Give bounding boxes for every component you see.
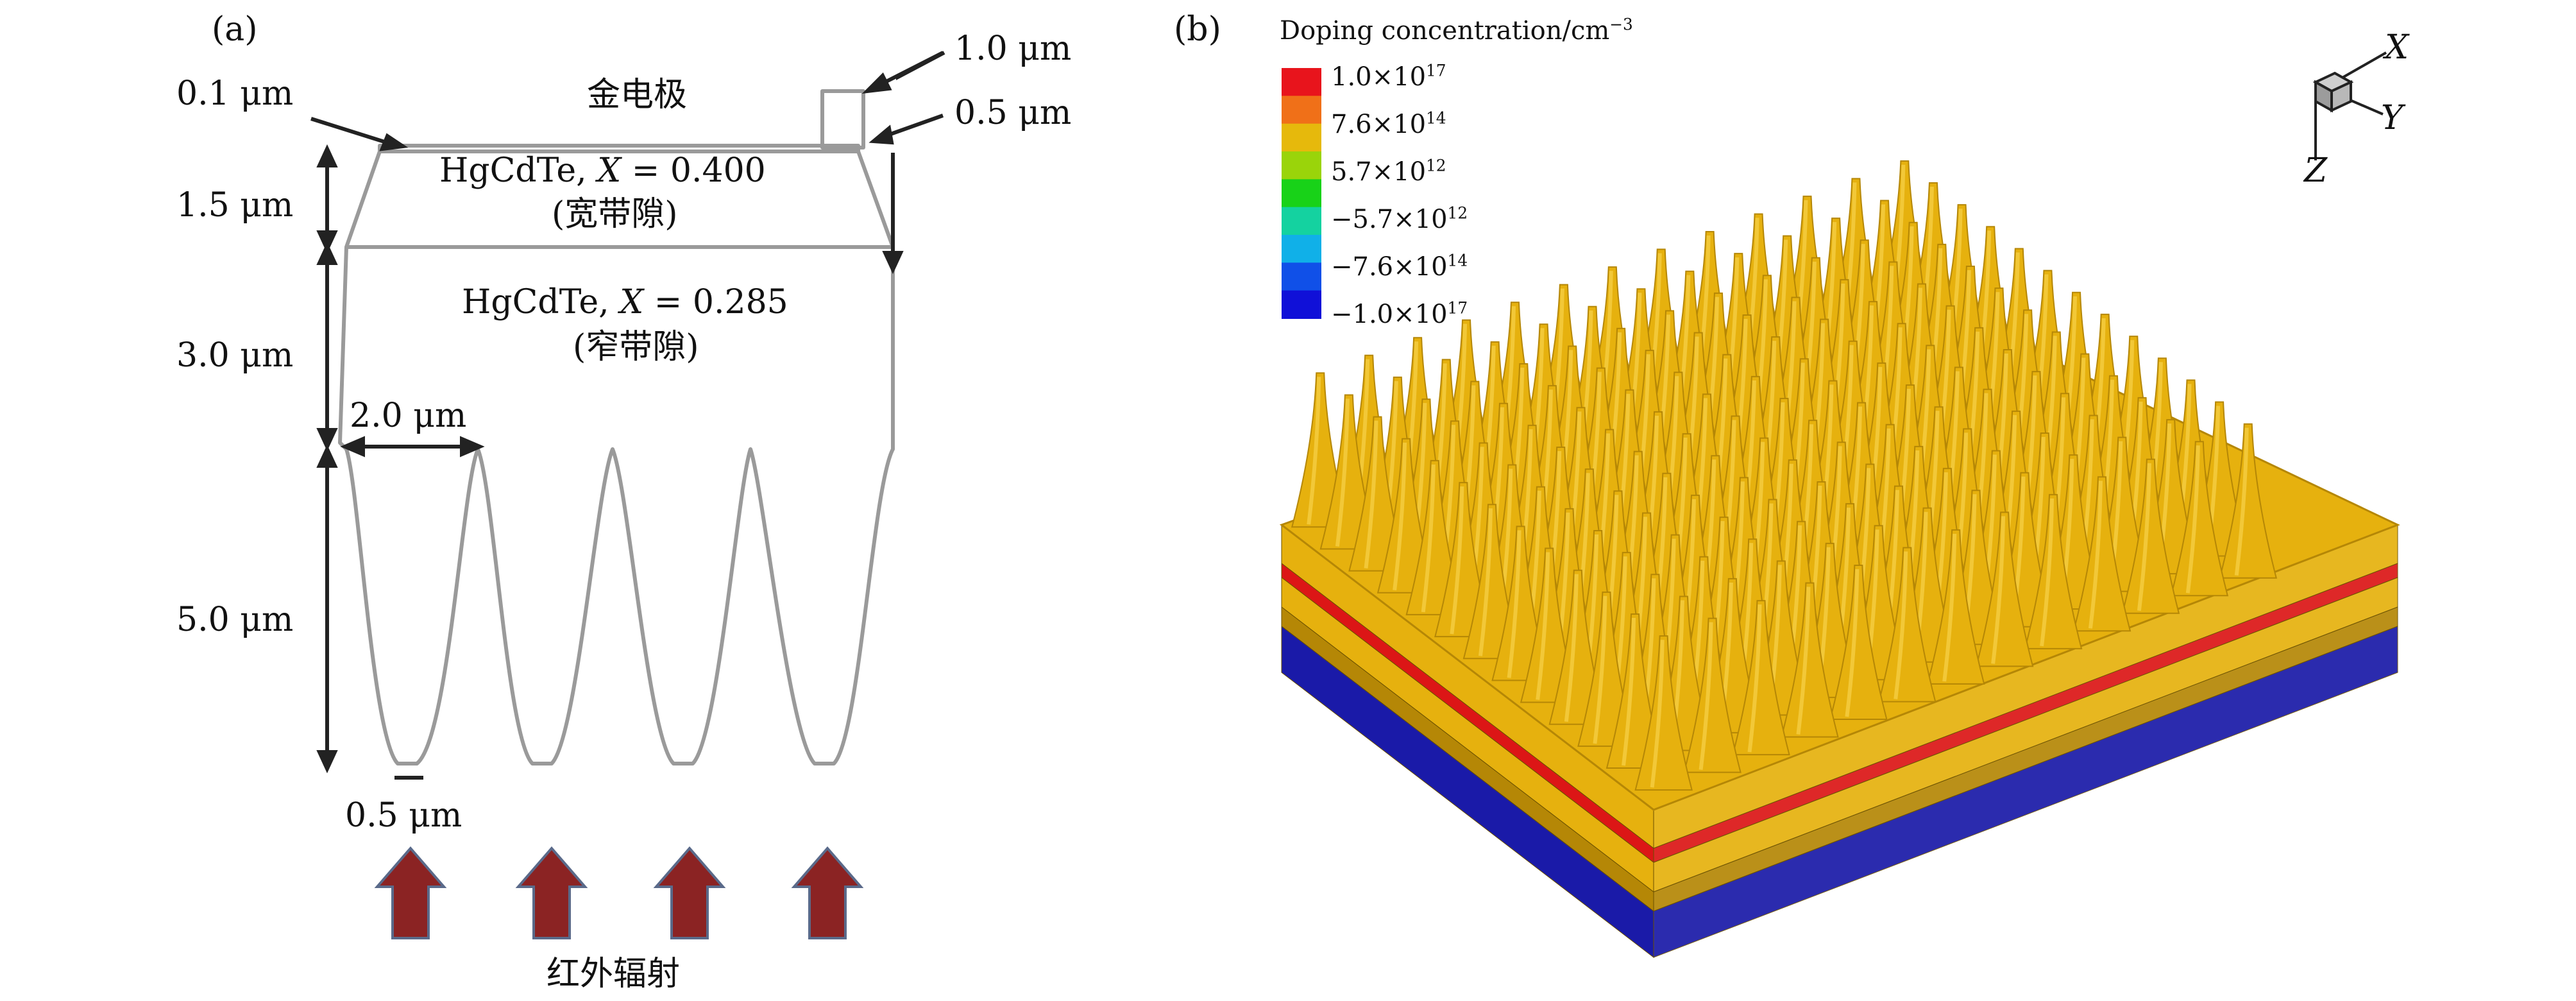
panel-a-label: (a) — [212, 10, 258, 49]
cone-highlight — [1699, 622, 1713, 770]
cone-highlight — [1364, 420, 1378, 569]
axis-triad — [2312, 51, 2387, 160]
electrode-label: 金电极 — [587, 76, 688, 114]
cone — [1926, 529, 1985, 685]
cone-highlight — [1593, 595, 1607, 744]
cone — [2024, 493, 2083, 649]
dim-contact-width: 1.0 μm — [954, 30, 1072, 68]
infrared-arrow — [653, 846, 726, 939]
cone-array — [1291, 160, 2278, 791]
axis-z-label: Z — [2304, 151, 2328, 190]
infrared-arrow — [791, 846, 864, 939]
dim-contact-height: 0.5 μm — [954, 94, 1072, 132]
dim-cone-height-label: 5.0 μm — [176, 601, 294, 639]
leader-contact-height — [884, 114, 944, 138]
legend-entry: −5.7×1012 — [1331, 203, 1468, 234]
cone-highlight — [2040, 498, 2055, 647]
colorbar-swatch — [1282, 96, 1321, 124]
legend-entry: −7.6×1014 — [1331, 251, 1468, 282]
cone-highlight — [2185, 445, 2200, 594]
colorbar-swatch — [1282, 235, 1321, 264]
colorbar-swatch — [1282, 123, 1321, 152]
narrow-layer-label: HgCdTe, X = 0.285 — [462, 283, 788, 321]
radiation-label: 红外辐射 — [547, 955, 681, 993]
layer-band-right — [1653, 626, 2398, 958]
cone — [1781, 582, 1839, 738]
arrowhead — [379, 133, 409, 151]
dim-wide-layer-label: 1.5 μm — [176, 186, 294, 225]
dim-electrode-thickness: 0.1 μm — [176, 74, 294, 113]
dimension-lines — [310, 51, 945, 780]
wide-layer-label: HgCdTe, X = 0.400 — [439, 151, 766, 190]
contact-box — [820, 89, 865, 150]
cone — [1732, 600, 1790, 756]
leader-electrode — [310, 117, 393, 146]
cone — [2170, 441, 2229, 597]
colorbar-swatch — [1282, 179, 1321, 208]
cone-highlight — [1421, 464, 1436, 613]
cone-highlight — [1564, 574, 1579, 723]
cone-highlight — [1536, 552, 1550, 700]
cone-highlight — [2088, 481, 2103, 629]
cone-highlight — [1393, 442, 1407, 591]
cone-highlight — [1650, 640, 1665, 788]
infrared-arrow — [374, 846, 447, 939]
wide-layer-note: (宽带隙) — [552, 195, 678, 234]
legend-entry: 5.7×1012 — [1331, 156, 1446, 187]
cone — [2121, 458, 2180, 614]
cone-highlight — [1747, 604, 1762, 753]
dim-cone-tip-label: 0.5 μm — [345, 796, 462, 835]
axis-y-label: Y — [2381, 99, 2403, 137]
absorber-outline — [338, 246, 895, 766]
cone-highlight — [1796, 586, 1811, 735]
cone-highlight — [2234, 427, 2249, 576]
cone-highlight — [2137, 463, 2151, 612]
colorbar — [1282, 68, 1321, 319]
legend-entry: 7.6×1014 — [1331, 108, 1446, 139]
colorbar-swatch — [1282, 290, 1321, 319]
cone-highlight — [1450, 486, 1464, 635]
cone-highlight — [1622, 617, 1636, 766]
cone-highlight — [1507, 530, 1521, 678]
cone-highlight — [1894, 551, 1908, 699]
cone — [1634, 635, 1693, 791]
narrow-layer-note: (窄带隙) — [573, 328, 699, 366]
cone — [2072, 476, 2131, 632]
axis-x-line — [2341, 51, 2387, 80]
colorbar-swatch — [1282, 68, 1321, 97]
dim-cone-base-label: 2.0 μm — [350, 397, 467, 435]
colorbar-swatch — [1282, 151, 1321, 180]
legend-title: Doping concentration/cm−3 — [1280, 15, 1633, 46]
cone — [1683, 617, 1741, 773]
cone-highlight — [1991, 516, 2006, 664]
axis-cube-right — [2330, 80, 2352, 113]
dim-narrow-layer-label: 3.0 μm — [176, 336, 294, 375]
axis-x-label: X — [2385, 28, 2409, 67]
infrared-arrows — [374, 846, 864, 939]
colorbar-swatch — [1282, 207, 1321, 235]
cone-highlight — [1335, 398, 1350, 547]
cone-highlight — [1478, 508, 1493, 656]
infrared-arrow — [515, 846, 588, 939]
cone — [1877, 547, 1936, 703]
cone-highlight — [1845, 569, 1860, 717]
colorbar-swatch — [1282, 262, 1321, 291]
legend-entry: −1.0×1017 — [1331, 298, 1468, 329]
legend-entry: 1.0×1017 — [1331, 61, 1446, 92]
cone-highlight — [1942, 533, 1957, 682]
cone-highlight — [1307, 377, 1321, 525]
cone — [2219, 423, 2278, 579]
cone — [1975, 511, 2034, 667]
cone — [1829, 565, 1888, 720]
panel-b-label: (b) — [1174, 10, 1221, 49]
